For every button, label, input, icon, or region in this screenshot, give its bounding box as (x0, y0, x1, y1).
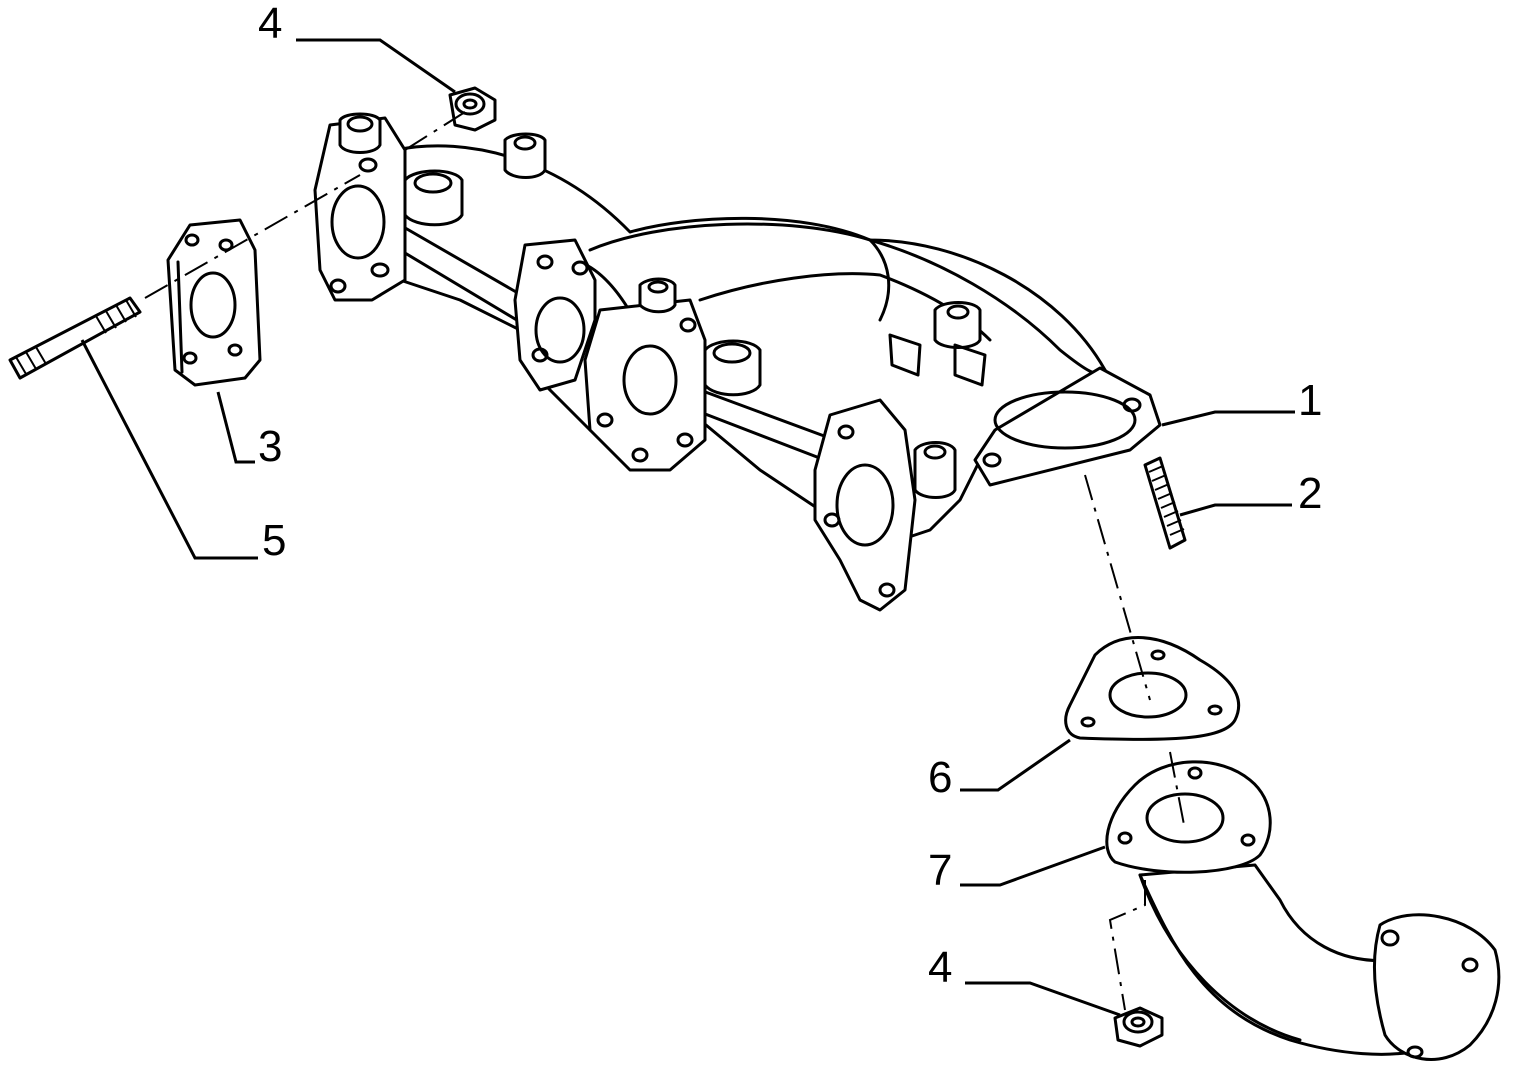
stud-short (1143, 456, 1187, 550)
leader-line-4a (296, 38, 456, 94)
gasket (166, 218, 262, 387)
leader-line-4b (965, 981, 1121, 1017)
callout-1: 1 (1298, 376, 1322, 425)
assembly-axes (144, 111, 1186, 1011)
callout-5: 5 (262, 516, 286, 565)
stud-long (8, 296, 142, 380)
callout-6: 6 (928, 753, 952, 802)
leader-line-1 (1161, 410, 1295, 427)
leader-line-3 (216, 391, 255, 464)
callout-4-bottom: 4 (928, 943, 952, 992)
nut-bottom (1113, 1006, 1164, 1048)
leader-line-5 (80, 339, 258, 560)
nut-top (448, 86, 497, 132)
callout-2: 2 (1298, 469, 1322, 518)
callout-4-top: 4 (258, 0, 282, 48)
leader-line-2 (1179, 503, 1292, 517)
exhaust-manifold (313, 112, 1162, 612)
leader-line-6 (960, 738, 1071, 792)
triangular-gasket (1064, 636, 1241, 741)
callout-7: 7 (928, 846, 952, 895)
downpipe (1105, 760, 1501, 1061)
leader-lines (80, 38, 1295, 1017)
callout-3: 3 (258, 422, 282, 471)
leader-line-7 (960, 845, 1106, 887)
callouts: 1 2 3 4 4 5 6 7 (258, 0, 1322, 992)
